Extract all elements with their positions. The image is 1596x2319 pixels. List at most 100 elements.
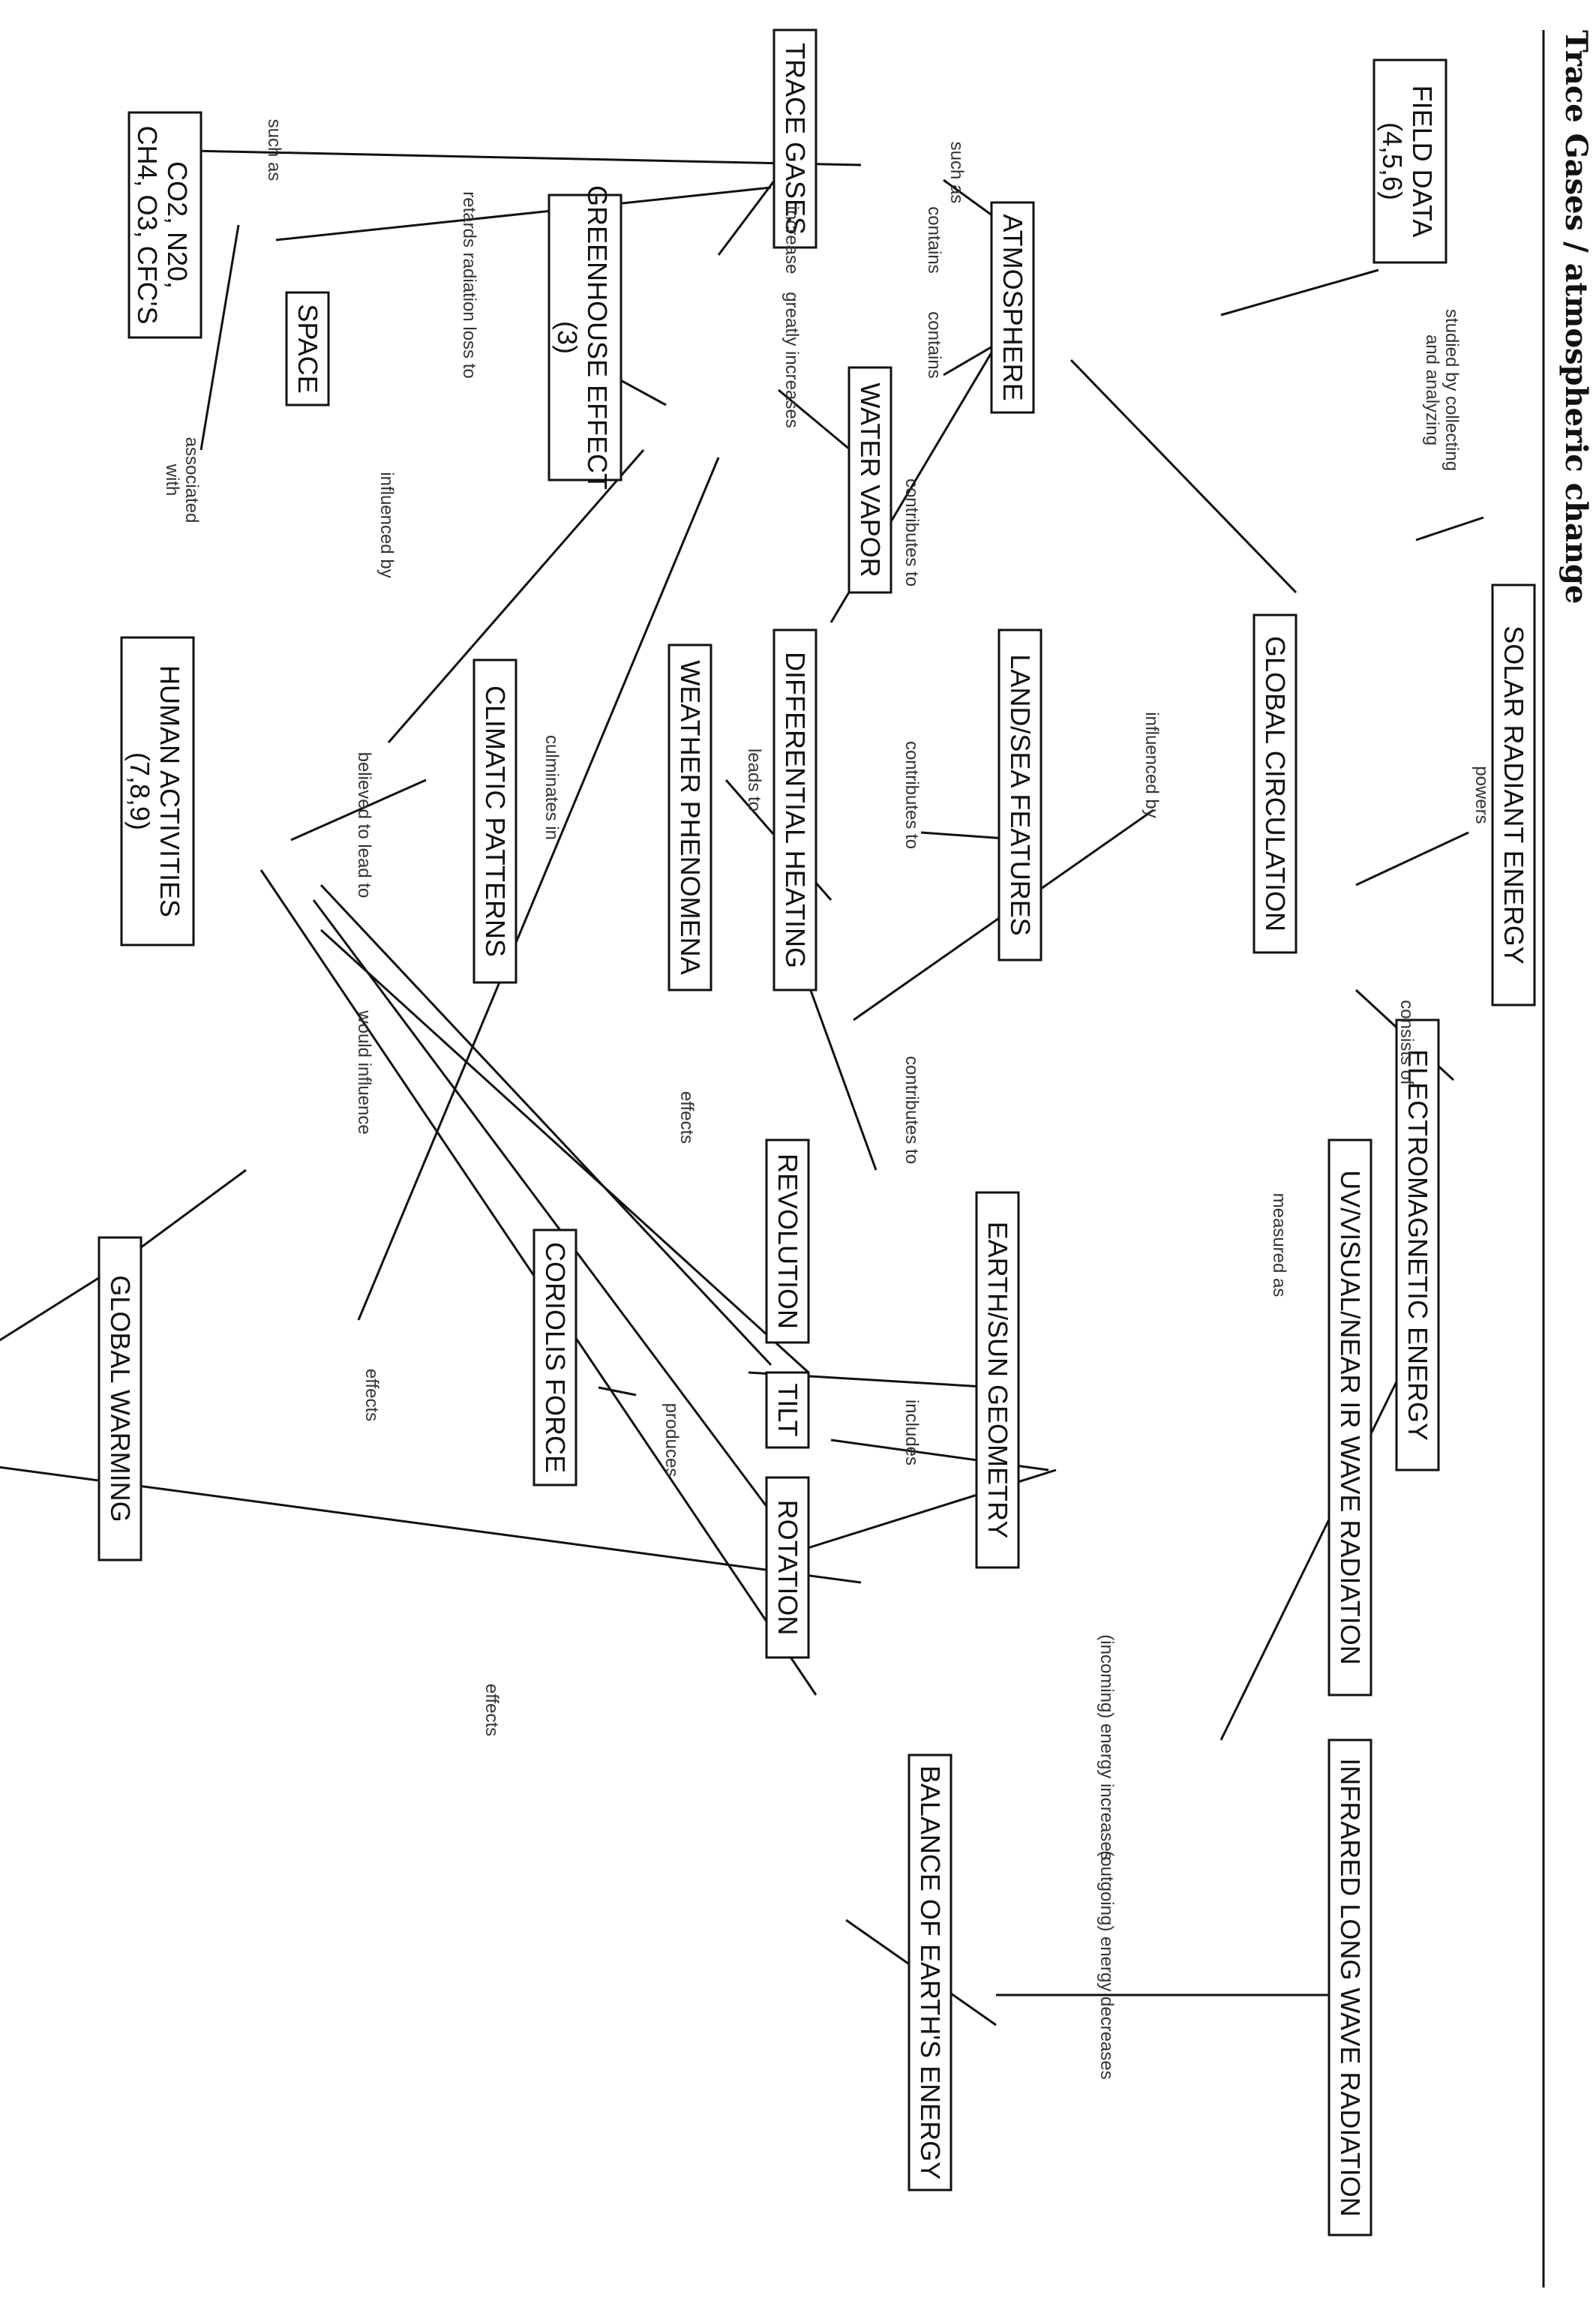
edge-global-warming-coriolis bbox=[0, 1274, 104, 1442]
link-label-believed: believed to lead to bbox=[354, 752, 374, 898]
link-label-contributes-to: contributes to bbox=[902, 478, 922, 586]
node-electromagnetic-energy[interactable]: ELECTROMAGNETIC ENERGY bbox=[1395, 1018, 1440, 1472]
link-label-studied-by-2: and analyzing bbox=[1422, 334, 1442, 446]
link-label-associated: associated bbox=[182, 437, 202, 524]
edge-coriolis-rotation bbox=[598, 1386, 637, 1396]
rotated-content: Trace Gases / atmospheric change bbox=[0, 28, 1594, 2288]
link-label-leads-to: leads to bbox=[744, 748, 764, 812]
link-label-influenced-by: influenced by bbox=[376, 472, 397, 578]
edge-atmosphere-global-circulation bbox=[1070, 358, 1298, 594]
link-label-consists-of: consists of bbox=[1396, 1000, 1417, 1085]
link-label-measured-as: measured as bbox=[1269, 1193, 1289, 1298]
node-label: ELECTROMAGNETIC ENERGY bbox=[1402, 1049, 1433, 1441]
link-label-influenced-by-2: influenced by bbox=[1142, 712, 1162, 818]
link-label-effects-2: effects bbox=[362, 1369, 382, 1421]
node-balance[interactable]: BALANCE OF EARTH'S ENERGY bbox=[908, 1754, 952, 2192]
node-label: BALANCE OF EARTH'S ENERGY bbox=[915, 1766, 946, 2180]
edge-climatic-rotation bbox=[312, 899, 802, 1553]
node-global-circulation[interactable]: GLOBAL CIRCULATION bbox=[1252, 614, 1298, 954]
node-label: SPACE bbox=[292, 304, 323, 393]
link-label-contains-2: contains bbox=[924, 311, 944, 378]
node-co2[interactable]: CO2, N20, CH4, O3, CFC'S bbox=[128, 111, 202, 339]
node-water-vapor[interactable]: WATER VAPOR bbox=[848, 366, 892, 594]
link-label-greatly-increases: greatly increases bbox=[782, 292, 802, 428]
node-label: TRACE GASES bbox=[780, 43, 811, 235]
node-label: INFRARED LONG WAVE RADIATION bbox=[1335, 1758, 1366, 2216]
node-label-sub: CH4, O3, CFC'S bbox=[132, 126, 163, 325]
edge-field-data-solar bbox=[1220, 268, 1379, 316]
edge-solar-electromagnetic bbox=[1355, 831, 1469, 886]
node-trace-gases[interactable]: TRACE GASES bbox=[772, 28, 818, 249]
node-global-warming[interactable]: GLOBAL WARMING bbox=[98, 1236, 142, 1562]
link-label-associated-2: with bbox=[162, 464, 182, 496]
edges bbox=[0, 148, 1484, 2026]
link-label-culminates-in: culminates in bbox=[542, 735, 562, 840]
node-human-activities[interactable]: HUMAN ACTIVITIES (7,8,9) bbox=[120, 636, 195, 946]
edge-field-trace-gases bbox=[155, 148, 862, 166]
edge-weather-climatic bbox=[290, 778, 427, 842]
link-label-such-as: such as bbox=[264, 119, 284, 182]
node-label: FIELD DATA bbox=[1407, 86, 1438, 238]
edge-greenhouse-human bbox=[387, 449, 645, 743]
edge-trace-co2 bbox=[275, 186, 772, 242]
node-space[interactable]: SPACE bbox=[285, 291, 330, 406]
node-label: REVOLUTION bbox=[772, 1154, 803, 1329]
node-greenhouse-effect[interactable]: GREENHOUSE EFFECT (3) bbox=[548, 185, 622, 490]
node-coriolis-force[interactable]: CORIOLIS FORCE bbox=[532, 1228, 578, 1486]
nodes: SOLAR RADIANT ENERGY ELECTROMAGNETIC ENE… bbox=[98, 28, 1536, 2236]
page-title: Trace Gases / atmospheric change bbox=[1558, 30, 1594, 604]
node-solar-radiant-energy[interactable]: SOLAR RADIANT ENERGY bbox=[1491, 584, 1536, 1006]
link-label-such-as-2: such as bbox=[946, 142, 967, 204]
node-atmosphere[interactable]: ATMOSPHERE bbox=[990, 201, 1035, 414]
edge-electromagnetic-infrared bbox=[1220, 1372, 1402, 1741]
node-label-sub: (3) bbox=[552, 321, 583, 354]
node-weather-phenomena[interactable]: WEATHER PHENOMENA bbox=[668, 644, 712, 992]
link-label-outgoing: (outgoing) energy decreases bbox=[1096, 1850, 1117, 2080]
link-label-includes: includes bbox=[902, 1400, 922, 1466]
node-label: WEATHER PHENOMENA bbox=[675, 660, 706, 974]
edge-greenhouse-climatic bbox=[357, 457, 720, 1321]
node-label: EARTH/SUN GEOMETRY bbox=[982, 1222, 1013, 1539]
link-label-powers: powers bbox=[1472, 766, 1492, 824]
link-label-contributes-to-3: contributes to bbox=[902, 1056, 922, 1164]
node-uv-visual[interactable]: UV/VISUAL/NEAR IR WAVE RADIATION bbox=[1328, 1138, 1372, 1696]
node-label: GREENHOUSE EFFECT bbox=[582, 185, 613, 490]
node-label: WATER VAPOR bbox=[855, 382, 886, 577]
node-label: UV/VISUAL/NEAR IR WAVE RADIATION bbox=[1335, 1170, 1366, 1664]
node-label: GLOBAL WARMING bbox=[105, 1275, 136, 1522]
node-land-sea[interactable]: LAND/SEA FEATURES bbox=[998, 628, 1042, 962]
node-differential-heating[interactable]: DIFFERENTIAL HEATING bbox=[772, 628, 818, 992]
node-label: DIFFERENTIAL HEATING bbox=[780, 652, 811, 968]
node-field-data[interactable]: FIELD DATA (4,5,6) bbox=[1372, 58, 1448, 264]
node-label: CLIMATIC PATTERNS bbox=[480, 686, 511, 957]
node-label: GLOBAL CIRCULATION bbox=[1260, 636, 1291, 932]
node-tilt[interactable]: TILT bbox=[765, 1371, 810, 1449]
node-rotation[interactable]: ROTATION bbox=[765, 1476, 810, 1659]
node-label-sub: (4,5,6) bbox=[1377, 122, 1408, 200]
link-label-retards: retards radiation loss to bbox=[459, 191, 479, 378]
node-earth-sun[interactable]: EARTH/SUN GEOMETRY bbox=[975, 1191, 1020, 1569]
edge-global-warming-balance bbox=[0, 1454, 862, 1584]
node-label: SOLAR RADIANT ENERGY bbox=[1498, 626, 1529, 964]
link-label-effects-3: effects bbox=[482, 1684, 502, 1736]
link-labels: studied by collecting and analyzing such… bbox=[162, 119, 1492, 2080]
node-revolution[interactable]: REVOLUTION bbox=[765, 1138, 810, 1344]
edge-solar-global-circulation bbox=[1415, 516, 1484, 542]
node-label: CO2, N20, bbox=[162, 161, 193, 289]
edge-human-co2 bbox=[200, 224, 240, 451]
node-label: TILT bbox=[772, 1383, 803, 1436]
edge-climatic-revolution-2 bbox=[320, 928, 810, 1374]
node-infrared[interactable]: INFRARED LONG WAVE RADIATION bbox=[1328, 1738, 1372, 2236]
link-label-increase: increase bbox=[782, 206, 802, 274]
link-label-produces: produces bbox=[662, 1403, 682, 1478]
link-label-would-influence: would influence bbox=[354, 1010, 374, 1134]
node-label: ATMOSPHERE bbox=[998, 214, 1028, 400]
node-label: CORIOLIS FORCE bbox=[540, 1242, 571, 1473]
link-label-contributes-to-2: contributes to bbox=[902, 741, 922, 849]
node-label: ROTATION bbox=[772, 1500, 803, 1636]
node-label: HUMAN ACTIVITIES bbox=[154, 665, 185, 917]
node-label-sub: (7,8,9) bbox=[124, 752, 155, 830]
node-climatic-patterns[interactable]: CLIMATIC PATTERNS bbox=[472, 658, 518, 984]
node-label: LAND/SEA FEATURES bbox=[1005, 654, 1036, 935]
